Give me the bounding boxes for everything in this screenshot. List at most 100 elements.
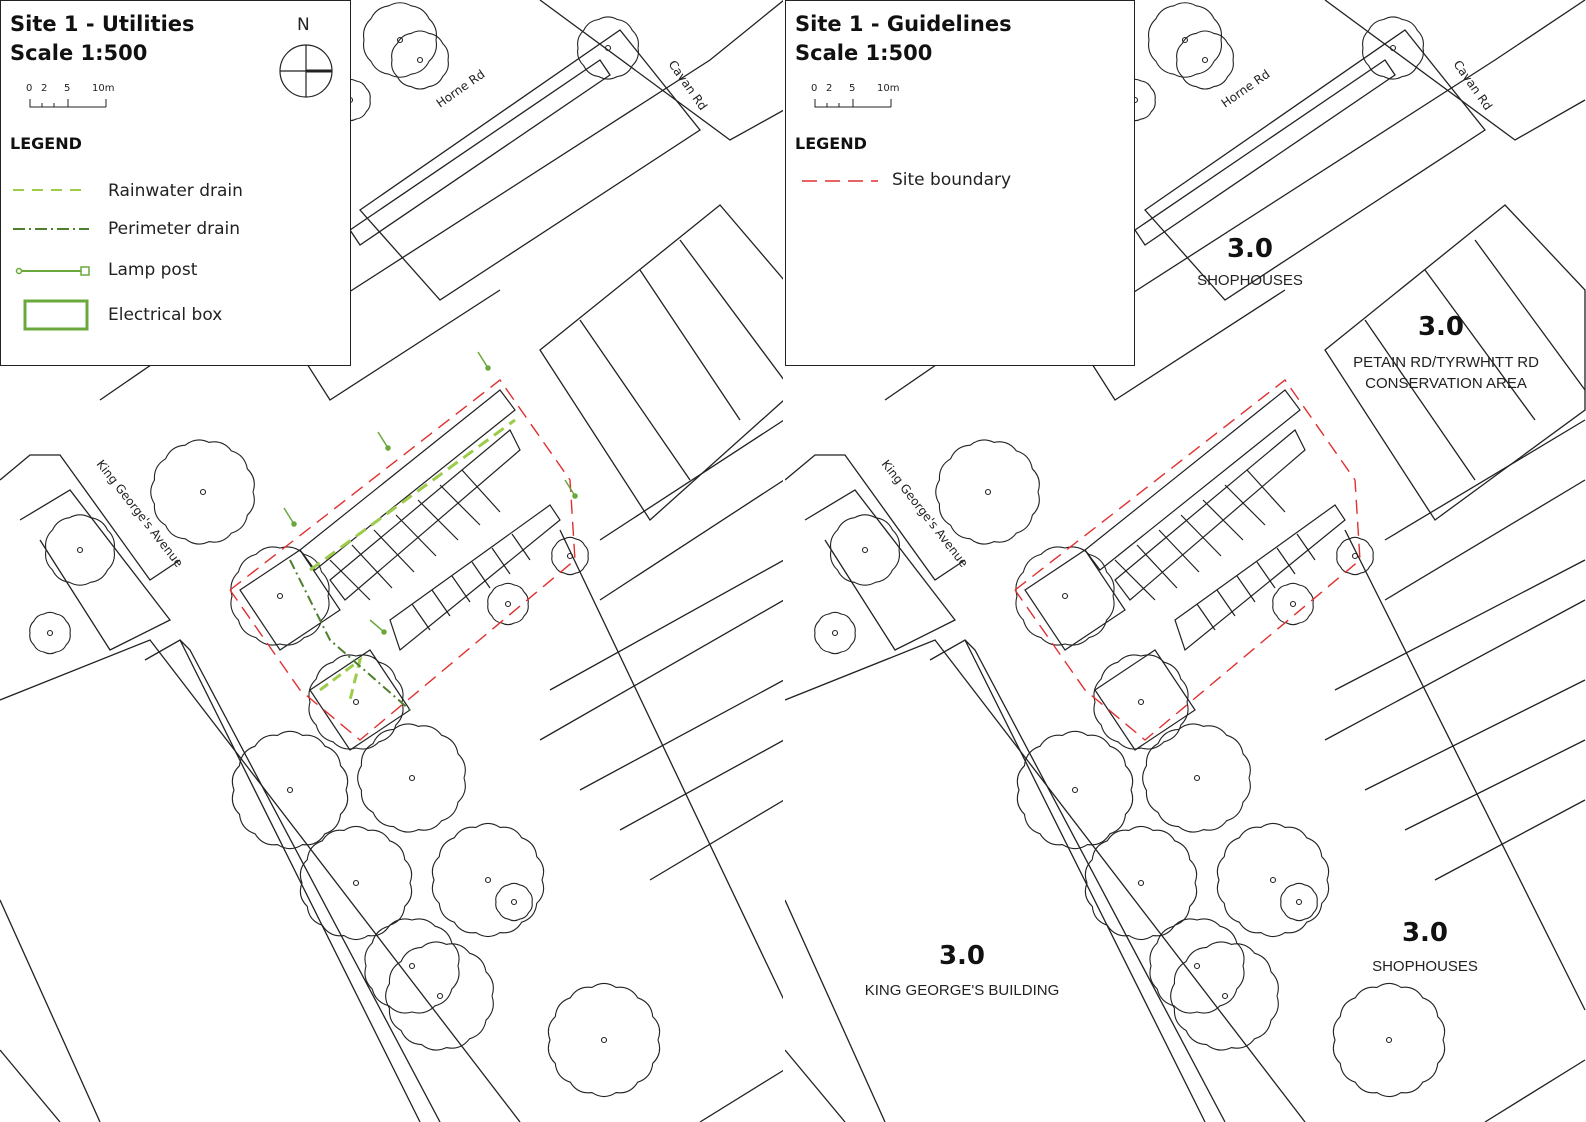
scale-bar-graphic: [814, 99, 892, 108]
map-title-line1: Site 1 - Guidelines: [795, 12, 1012, 36]
curb-king-george-west: [0, 454, 181, 581]
tree-canopy: [1015, 546, 1115, 646]
legend-label-rainwater: Rainwater drain: [108, 181, 243, 201]
map-title: Site 1 - Guidelines Scale 1:500: [795, 10, 1012, 68]
tree-canopy: [363, 2, 437, 78]
road-label-king-george: King George's Avenue: [879, 457, 971, 570]
tree-canopy: [1148, 2, 1222, 78]
tree-canopy: [487, 582, 529, 626]
scale-bar: 0 2 5 10m: [811, 83, 907, 113]
road-label-horne: Horne Rd: [434, 67, 488, 111]
building-block-north-inner: [359, 29, 701, 301]
tree-canopy: [1084, 825, 1198, 941]
map-title: Site 1 - Utilities Scale 1:500: [10, 10, 195, 68]
curb-king-george-west-2: [804, 489, 956, 651]
road-east-edge: [1344, 529, 1586, 1011]
median-long: [144, 639, 441, 1122]
shophouse-strip-north-outer: [329, 429, 521, 601]
guidelines-site-plan: Horne Rd Cavan Rd King George's Avenue: [785, 0, 1586, 1122]
legend-title: LEGEND: [10, 134, 82, 153]
lamp-post-1: [477, 351, 491, 371]
tree-canopy: [231, 730, 349, 850]
kiosk-block: [239, 549, 341, 651]
tree-canopy: [385, 941, 494, 1051]
tree-trunk: [1137, 698, 1145, 706]
shophouse-strip-north-outer: [1114, 429, 1306, 601]
curb-east: [1324, 0, 1586, 141]
lamp-post-3: [283, 507, 297, 527]
block-east-1: [539, 204, 784, 521]
tree-trunk: [1193, 774, 1201, 782]
tree-canopy: [1093, 654, 1189, 750]
building-block-north: [1134, 59, 1396, 246]
utilities-legend-box: Site 1 - Utilities Scale 1:500 N 0 2 5 1…: [0, 0, 351, 366]
legend-label-lamp-post: Lamp post: [108, 260, 198, 280]
tree-trunk: [984, 488, 992, 496]
tree-canopy: [299, 825, 413, 941]
legend-label-electrical-box: Electrical box: [108, 305, 223, 325]
scale-bar: 0 2 5 10m: [26, 83, 122, 113]
road-sw-2: [0, 899, 101, 1122]
shophouse-strip-south-bays: [1196, 533, 1316, 631]
shophouse-strip-south: [389, 504, 561, 652]
median-long: [929, 639, 1226, 1122]
legend-title: LEGEND: [795, 134, 867, 153]
tree-trunk: [1385, 1036, 1393, 1044]
curb-king-george-west: [785, 454, 966, 581]
utilities-site-plan: Horne Rd Cavan Rd King George's Avenue: [0, 0, 784, 1122]
tree-canopy: [1362, 16, 1424, 80]
perimeter-drain-line: [289, 559, 411, 711]
legend-swatch-lamp-post: [15, 266, 90, 276]
tree-canopy: [551, 536, 589, 576]
tree-canopy: [1142, 723, 1251, 833]
map-scale-text: Scale 1:500: [10, 41, 148, 65]
road-sw: [785, 639, 1306, 1122]
utilities-map-panel: Horne Rd Cavan Rd King George's Avenue S…: [0, 0, 784, 1122]
block-east-2: [539, 419, 784, 881]
legend-swatch-site-boundary: [802, 180, 878, 182]
block-east-1: [1324, 204, 1586, 521]
lamp-post-5: [369, 619, 387, 635]
tree-trunk: [484, 876, 492, 884]
north-label: N: [297, 15, 310, 35]
tree-canopy: [364, 918, 460, 1014]
kiosk-block-2: [1094, 649, 1196, 751]
far-label-king-george-building: KING GEORGE'S BUILDING: [864, 982, 1060, 999]
shophouse-strip-south-bays: [411, 533, 531, 631]
tree-canopy: [230, 546, 330, 646]
scale-tick-0: 0: [811, 83, 818, 94]
tree-trunk: [408, 962, 416, 970]
shophouse-strip-north: [299, 389, 516, 571]
curb-horne-rd: [1074, 0, 1586, 331]
road-far-east: [1484, 1059, 1586, 1122]
curb-king-george-west-2: [19, 489, 171, 651]
block-east-2: [1324, 419, 1586, 881]
tree-trunk: [831, 629, 839, 637]
tree-canopy: [577, 16, 639, 80]
tree-trunk: [510, 898, 518, 906]
tree-trunk: [861, 546, 869, 554]
tree-trunk: [504, 600, 512, 608]
road-sw-3: [785, 1049, 846, 1122]
legend-label-site-boundary: Site boundary: [892, 170, 1012, 190]
scale-tick-0: 0: [26, 83, 33, 94]
tree-trunk: [436, 992, 444, 1000]
tree-canopy: [1176, 30, 1234, 90]
road-sw-2: [785, 899, 886, 1122]
tree-trunk: [1181, 36, 1189, 44]
north-arrow: N: [277, 15, 337, 105]
tree-canopy: [357, 723, 466, 833]
road-east-edge: [559, 529, 784, 1001]
legend-label-perimeter: Perimeter drain: [108, 219, 241, 239]
tree-trunk: [1389, 44, 1397, 52]
rainwater-drain-line-2: [319, 656, 363, 701]
far-value-shophouses-north: 3.0: [1226, 234, 1274, 264]
rainwater-drain-line: [309, 418, 516, 572]
tree-trunk: [46, 629, 54, 637]
panel-divider: [783, 0, 785, 1122]
tree-canopy: [391, 30, 449, 90]
guidelines-map-panel: Horne Rd Cavan Rd King George's Avenue 3…: [785, 0, 1586, 1122]
tree-canopy: [150, 439, 255, 545]
tree-canopy: [308, 654, 404, 750]
tree-canopy: [814, 611, 856, 655]
